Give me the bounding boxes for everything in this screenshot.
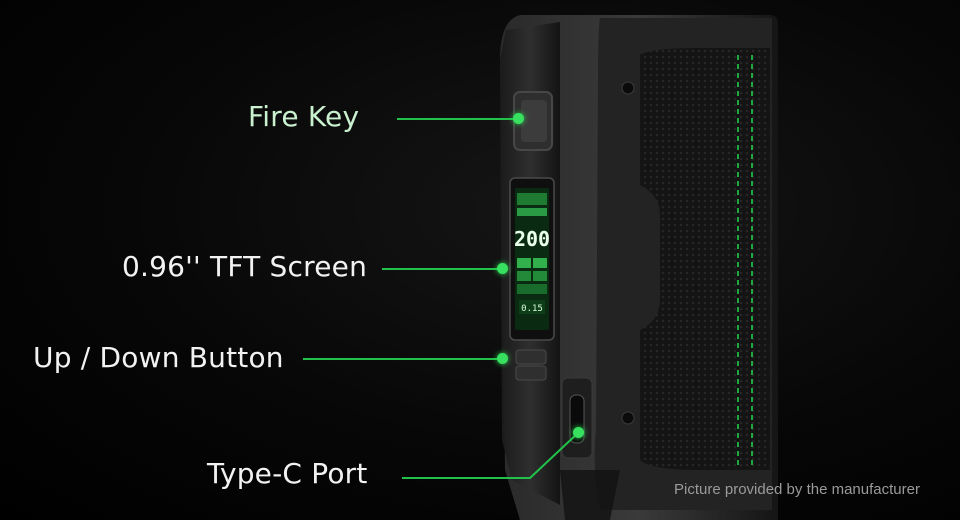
up-down-button-label: Up / Down Button <box>33 341 284 374</box>
fire-key-button[interactable] <box>513 91 553 151</box>
image-credit: Picture provided by the manufacturer <box>674 481 920 498</box>
screen-resistance-value: 0.15 <box>521 304 543 314</box>
type-c-marker <box>573 427 584 438</box>
fire-key-label: Fire Key <box>248 100 360 133</box>
tft-screen-leader-line <box>382 268 502 270</box>
type-c-port-label: Type-C Port <box>207 457 368 490</box>
tft-screen: 200 0.15 <box>509 177 555 341</box>
up-down-leader-line <box>303 358 501 360</box>
tft-screen-marker <box>497 263 508 274</box>
tft-screen-label: 0.96'' TFT Screen <box>122 250 368 283</box>
down-button[interactable] <box>515 365 547 381</box>
fire-key-leader-line <box>397 118 519 120</box>
screen-power-value: 200 <box>514 227 550 251</box>
up-down-marker <box>497 353 508 364</box>
up-button[interactable] <box>515 349 547 365</box>
fire-key-marker <box>513 113 524 124</box>
